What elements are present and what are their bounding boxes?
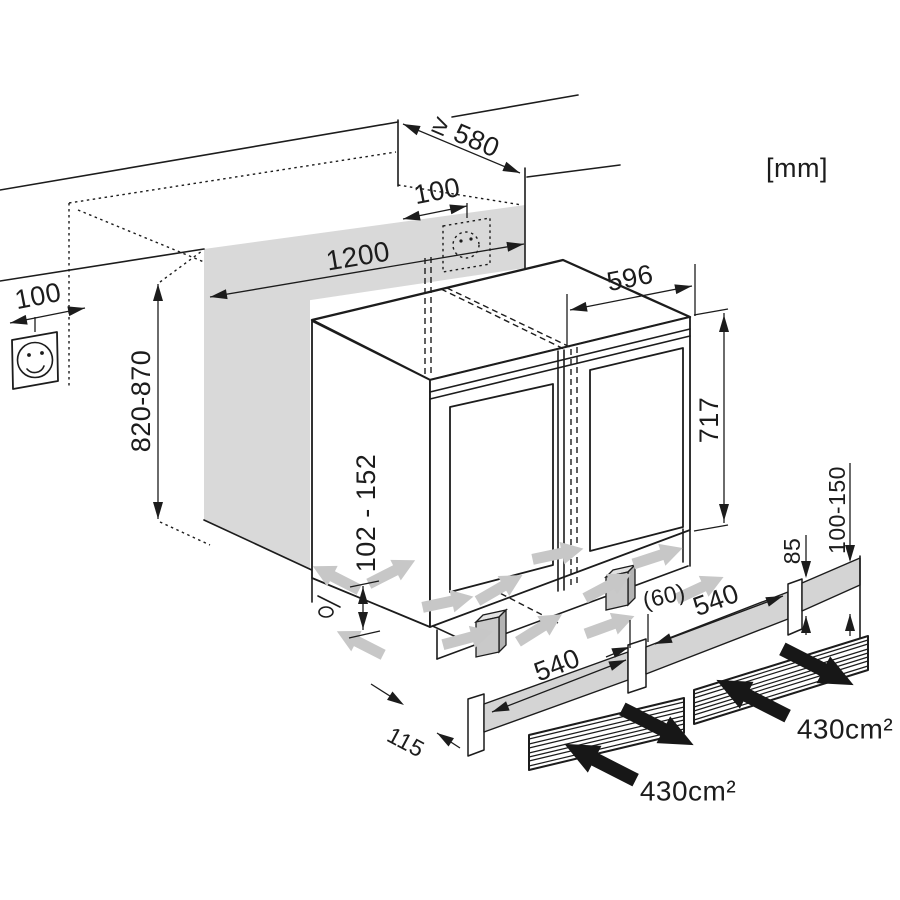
dim-arrowhead [9,314,28,328]
socket-pin [27,353,31,357]
dim-socket-offset-left-label: 100 [12,277,63,315]
grille-slat [693,652,869,708]
socket-pin [459,239,463,243]
front-foot [318,606,334,618]
foot-bracket [317,595,341,608]
grille-slat [693,648,869,704]
counter-lower-edge-left [0,248,205,282]
plinth-panel [467,555,861,757]
socket-circle [16,341,54,379]
dim-arrowhead [434,728,454,747]
dim-arrowhead [502,161,522,178]
dim-appliance-width-label: 596 [604,259,655,297]
grille-slat [693,643,869,699]
dim-plinth-clearance-label: 102 - 152 [351,454,381,573]
dim-arrowhead [67,303,86,317]
front-trim-line [429,335,691,400]
niche-hidden-edge-top [68,151,397,204]
socket-earth-arc [26,365,45,374]
dim-plinth-top-offset: 85 [779,535,811,635]
dim-arrowhead [845,614,855,631]
dim-arrowhead [358,612,368,629]
dim-niche-height: 820-870 [126,250,211,546]
power-socket-icon [11,317,59,390]
socket-circle-dashed [452,231,480,259]
glass-door-left [449,383,554,593]
grille-slat [693,656,869,712]
dim-arrowhead [674,281,693,295]
units-label: [mm] [766,153,828,183]
dim-plinth-height-range-label: 100-150 [824,466,850,554]
front-trim-line [429,328,691,393]
glass-door-right [589,347,684,552]
plinth-board-right [801,557,861,612]
counter-lower-edge-right [526,164,621,178]
dim-door-height-label: 717 [694,397,724,444]
dim-divider-width-label: (60) [640,579,688,614]
plinth-divider-tab [627,638,647,694]
dim-arrowhead [387,691,407,710]
socket-pin [469,237,473,241]
dim-plinth-height-range: 100-150 [824,463,855,636]
grille-slat [528,706,685,745]
dim-plinth-clearance: 102 - 152 [348,454,381,639]
niche-back-band [204,205,525,316]
socket-pin [40,351,44,355]
grille-slat [528,701,685,740]
dim-socket-offset-back-label: 100 [411,172,462,210]
dim-arrowhead [719,504,729,521]
dim-arrowhead [153,502,163,519]
plinth-end-tab-left [467,693,485,757]
dim-arrowhead [719,315,729,332]
socket-plate-dashed [442,217,491,273]
dim-plinth-top-offset-label: 85 [779,538,805,565]
dim-counter-depth-label: ≥ 580 [428,109,504,164]
socket-plate [11,331,59,390]
top-face-divider-line [446,287,571,348]
vent-area-labels: 430cm² 430cm² [640,714,893,807]
vent-area-right-label: 430cm² [797,714,893,745]
niche-hidden-edge-depth [77,209,205,263]
dim-counter-depth: ≥ 580 [401,109,522,178]
grille-slat [528,728,685,767]
dim-recess-depth-label: 115 [383,722,429,763]
top-face-divider-line [440,288,565,350]
dim-door-height: 717 [693,308,729,532]
dim-socket-offset-left: 100 [9,277,86,328]
dim-recess-depth: 115 [370,683,461,763]
vent-area-left-label: 430cm² [640,776,736,807]
niche-side-wall [204,299,310,569]
dim-arrowhead [401,119,421,136]
niche-back-wall [204,205,525,569]
counter-front-edge [0,121,399,191]
dim-appliance-width: 596 [566,259,696,345]
plinth-end-tab-right [787,578,803,636]
dim-niche-height-label: 820-870 [126,350,156,453]
grille-slat [528,710,685,749]
power-socket-dashed-icon [442,203,491,273]
leveling-foot [473,608,509,658]
counter-back-edge-right [451,94,579,118]
dim-arrowhead [153,284,163,301]
airflow-arrow [331,620,389,666]
wine-units [310,257,692,660]
